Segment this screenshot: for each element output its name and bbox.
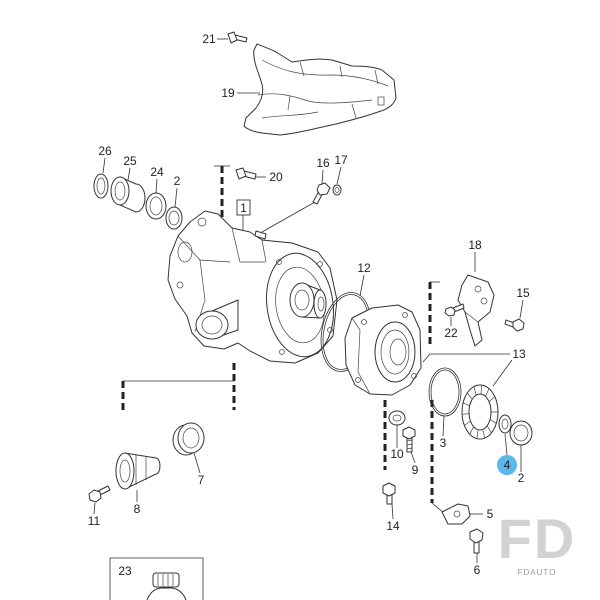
callout-18[interactable]: 18 [468, 238, 482, 252]
callout-21[interactable]: 21 [202, 32, 216, 46]
callout-11[interactable]: 11 [88, 514, 101, 528]
part-4-washer [498, 414, 512, 434]
callout-2-left[interactable]: 2 [174, 174, 181, 188]
callout-25[interactable]: 25 [123, 154, 137, 168]
callout-3[interactable]: 3 [440, 436, 447, 450]
callout-16[interactable]: 16 [316, 156, 330, 170]
callout-9[interactable]: 9 [412, 463, 419, 477]
callout-10[interactable]: 10 [390, 447, 404, 461]
callout-13[interactable]: 13 [512, 347, 526, 361]
part-7-seal [172, 422, 205, 456]
callout-12[interactable]: 12 [357, 261, 371, 275]
part-10-washer [388, 410, 406, 426]
part-23-oil-box [109, 557, 204, 600]
part-8-boot [115, 452, 161, 490]
callout-19[interactable]: 19 [221, 86, 235, 100]
watermark-logo: FD [498, 507, 577, 570]
part-18-bracket [457, 274, 495, 347]
part-14-bolt [382, 482, 396, 505]
part-20-bolt [235, 167, 257, 180]
callouts: 21 19 26 25 24 2 20 16 17 1 12 18 15 22 … [88, 32, 530, 578]
leader-lines [93, 38, 524, 563]
part-22-bolt [444, 303, 465, 317]
part-17-nut [332, 184, 342, 196]
dashed-assembly-lines [121, 165, 445, 514]
part-25-sleeve [110, 176, 146, 213]
callout-23[interactable]: 23 [118, 564, 132, 578]
part-cover-plate [344, 304, 422, 396]
callout-4[interactable]: 4 [504, 458, 511, 472]
part-5-clip [441, 503, 471, 525]
callout-4-highlight[interactable] [497, 455, 517, 475]
part-19-heat-shield [243, 43, 397, 136]
callout-26[interactable]: 26 [98, 144, 112, 158]
part-crown-gear [461, 384, 499, 440]
part-15-bolt [504, 318, 525, 332]
part-21-bolt [227, 31, 248, 44]
callout-22[interactable]: 22 [444, 326, 458, 340]
callout-8[interactable]: 8 [134, 502, 141, 516]
part-3-o-ring [428, 367, 462, 417]
part-24-seal [145, 192, 167, 220]
part-6-bolt [469, 528, 484, 554]
callout-2-right[interactable]: 2 [518, 471, 525, 485]
callout-24[interactable]: 24 [150, 165, 164, 179]
part-1-housing [167, 210, 338, 364]
callout-1-box [236, 199, 251, 216]
callout-20[interactable]: 20 [269, 170, 283, 184]
callout-5[interactable]: 5 [487, 507, 494, 521]
part-2-seal-right [509, 420, 533, 446]
watermark: FD FDAUTO [498, 507, 577, 577]
callout-15[interactable]: 15 [516, 286, 530, 300]
watermark-brand: FDAUTO [518, 568, 557, 577]
callout-14[interactable]: 14 [386, 519, 400, 533]
part-26-ring [93, 173, 109, 199]
part-11-bolt [88, 485, 111, 503]
callout-6[interactable]: 6 [474, 563, 481, 577]
callout-7[interactable]: 7 [198, 473, 205, 487]
part-16-bolt [312, 182, 331, 205]
part-9-bolt [402, 426, 416, 453]
callout-1[interactable]: 1 [240, 201, 247, 215]
callout-17[interactable]: 17 [334, 153, 348, 167]
part-2-seal-left [165, 206, 183, 230]
